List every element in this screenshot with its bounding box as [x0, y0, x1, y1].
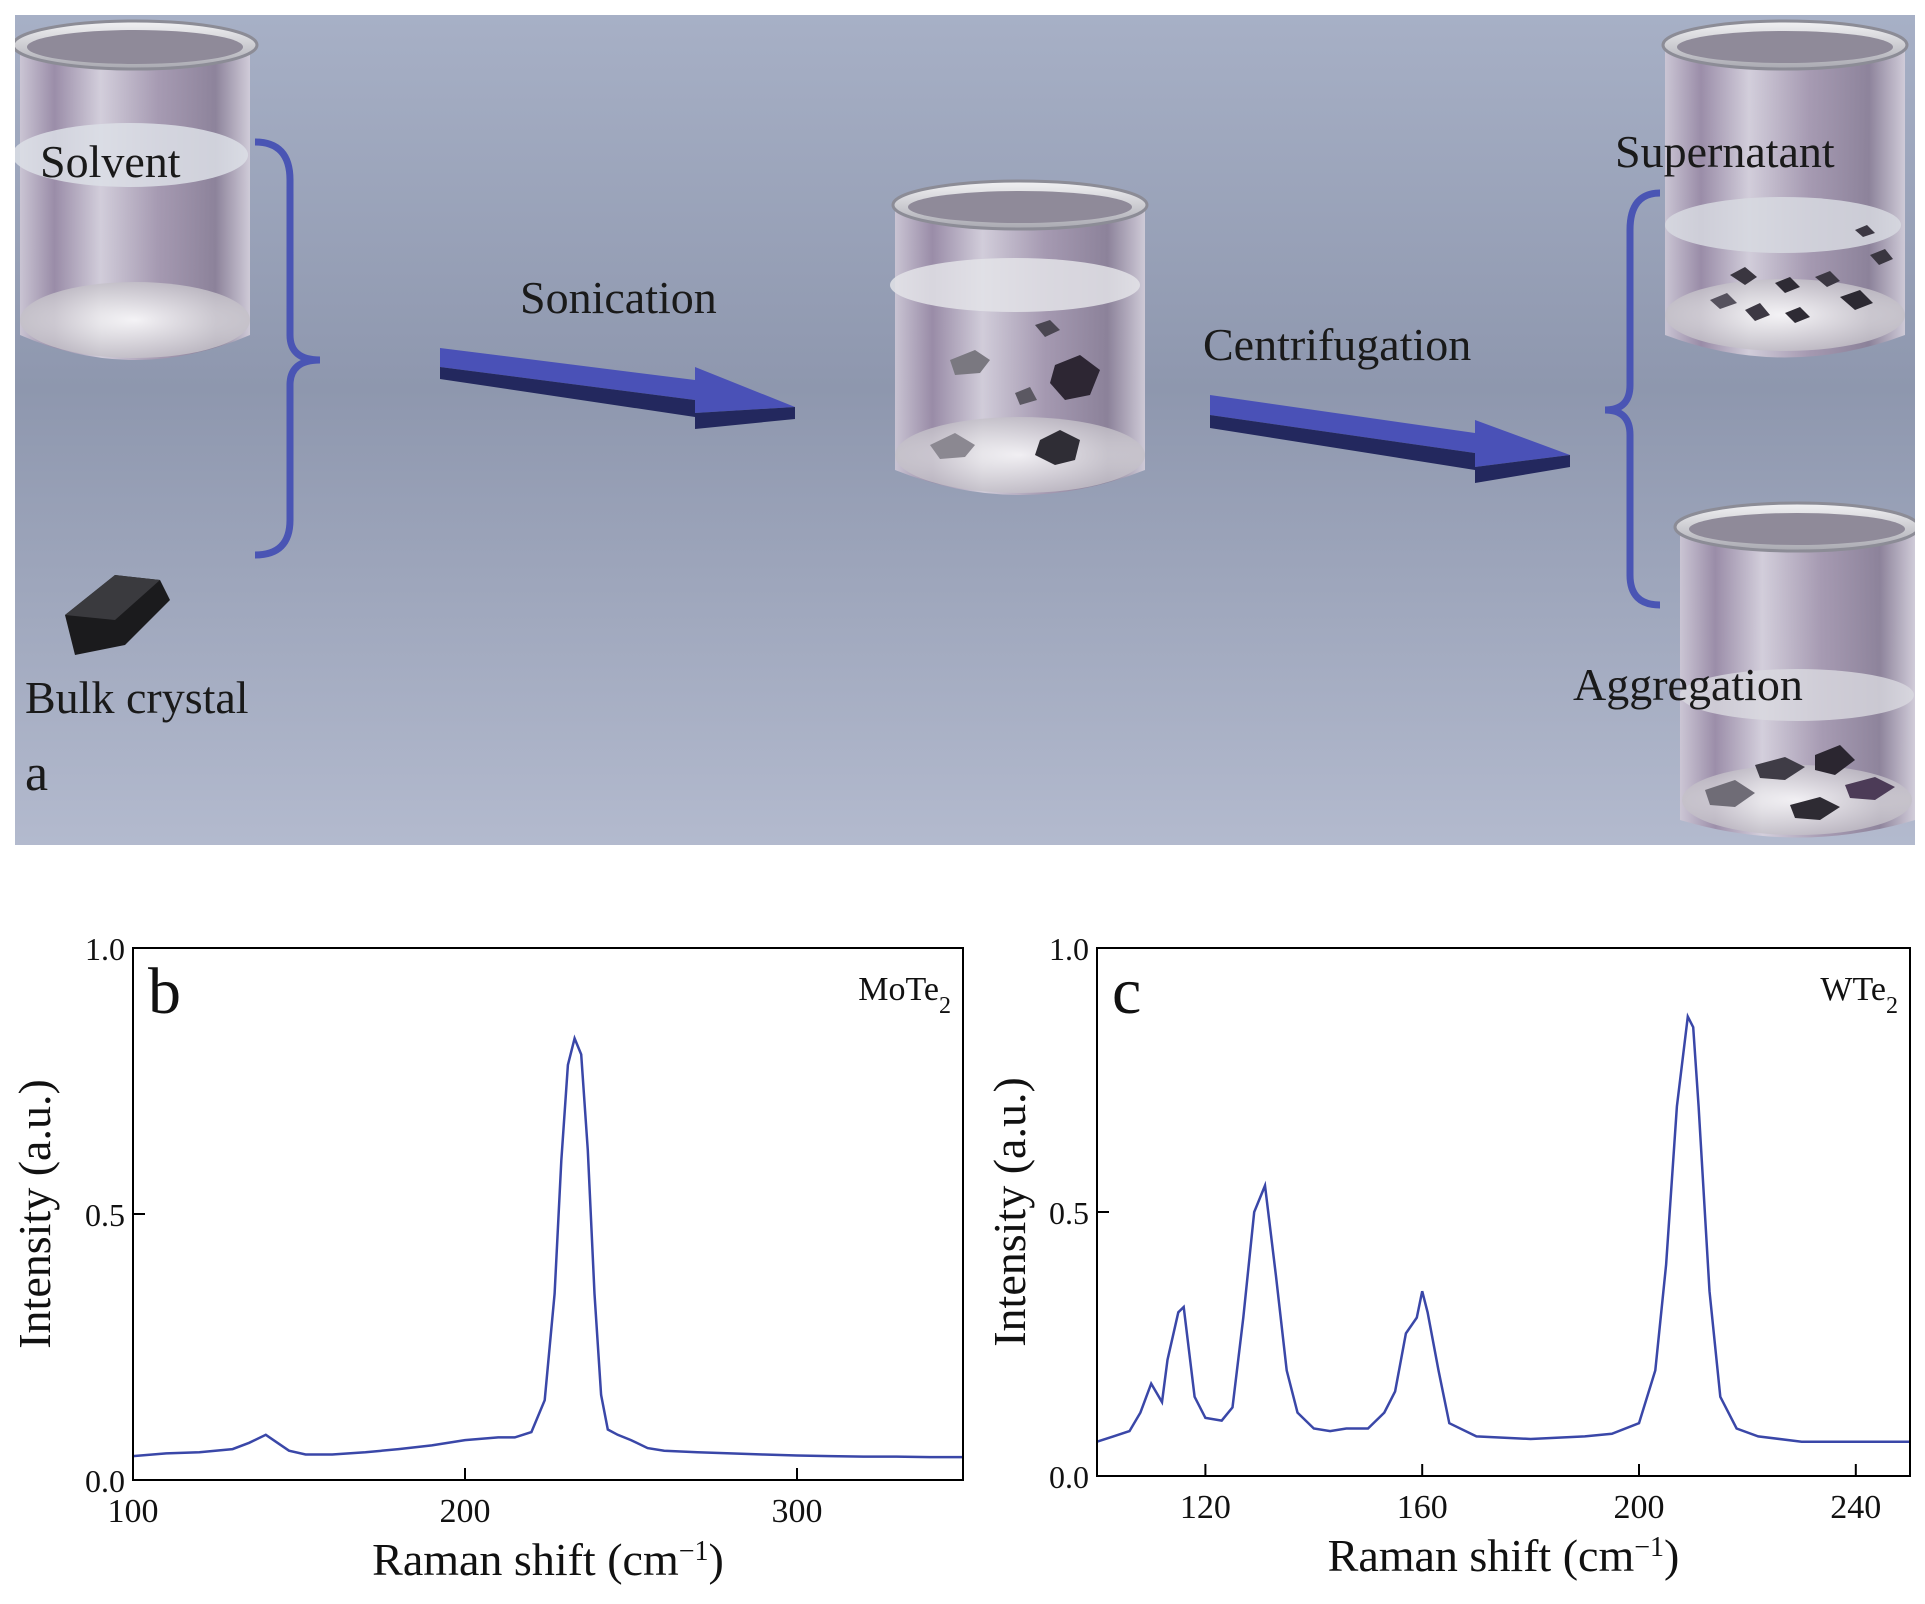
centrifugation-label: Centrifugation [1203, 319, 1471, 370]
wte2-spectrum-line [1096, 1012, 1910, 1443]
panel-c-chart: 120 160 200 240 0.0 0.5 1.0 c WTe2 Intensity (… [975, 880, 1925, 1599]
panel-b-chart: 100 200 300 0.0 0.5 1.0 b MoTe2 Intensity (a.… [0, 880, 975, 1599]
bulk-crystal-label: Bulk crystal [25, 672, 249, 723]
centrifugation-arrow [1210, 395, 1570, 483]
x-tick-label: 200 [1614, 1489, 1665, 1526]
x-axis-label: Raman shift (cm−1) [1328, 1530, 1680, 1581]
y-tick-label: 0.5 [85, 1197, 125, 1233]
wte2-annotation: WTe2 [1820, 971, 1898, 1019]
y-tick-label: 0.0 [85, 1463, 125, 1499]
x-axis-label: Raman shift (cm−1) [372, 1534, 724, 1585]
mote2-raman-chart: 100 200 300 0.0 0.5 1.0 b MoTe2 Intensity (a.… [9, 931, 964, 1585]
brace-left [254, 138, 321, 559]
brace-right [1604, 189, 1661, 609]
x-tick-label: 120 [1180, 1489, 1231, 1526]
sonication-label: Sonication [520, 272, 717, 323]
beaker-sonicated [890, 179, 1149, 495]
mote2-annotation: MoTe2 [858, 971, 951, 1019]
plot-frame [132, 947, 964, 1481]
x-tick-label: 100 [108, 1493, 159, 1530]
beaker-solvent [11, 19, 259, 360]
y-axis-label: Intensity (a.u.) [984, 1077, 1035, 1347]
panel-b-label: b [148, 955, 181, 1028]
beaker-aggregation [1673, 501, 1921, 838]
y-tick-label: 0.5 [1049, 1195, 1089, 1231]
x-tick-label: 160 [1397, 1489, 1448, 1526]
y-axis-label: Intensity (a.u.) [9, 1079, 60, 1349]
aggregation-label: Aggregation [1573, 659, 1803, 710]
y-tick-label: 0.0 [1049, 1459, 1089, 1495]
y-tick-label: 1.0 [85, 931, 125, 967]
panel-a-label: a [25, 745, 48, 802]
mote2-spectrum-line [132, 1034, 963, 1459]
schematic-svg: Solvent Bulk crystal Sonication Centrifu… [11, 15, 1921, 845]
supernatant-label: Supernatant [1615, 126, 1835, 177]
x-tick-label: 240 [1830, 1489, 1881, 1526]
plot-frame [1096, 947, 1911, 1477]
solvent-surface [12, 123, 248, 187]
panel-a-schematic: Solvent Bulk crystal Sonication Centrifu… [11, 15, 1921, 845]
panel-c-label: c [1112, 955, 1141, 1028]
solvent-label: Solvent [40, 136, 181, 187]
x-tick-label: 200 [440, 1493, 491, 1530]
sonication-arrow [440, 348, 795, 429]
x-tick-label: 300 [772, 1493, 823, 1530]
beaker-supernatant [1661, 19, 1909, 358]
wte2-raman-chart: 120 160 200 240 0.0 0.5 1.0 c WTe2 Intensity (… [984, 931, 1911, 1581]
y-tick-label: 1.0 [1049, 931, 1089, 967]
bulk-crystal-icon [65, 575, 170, 655]
